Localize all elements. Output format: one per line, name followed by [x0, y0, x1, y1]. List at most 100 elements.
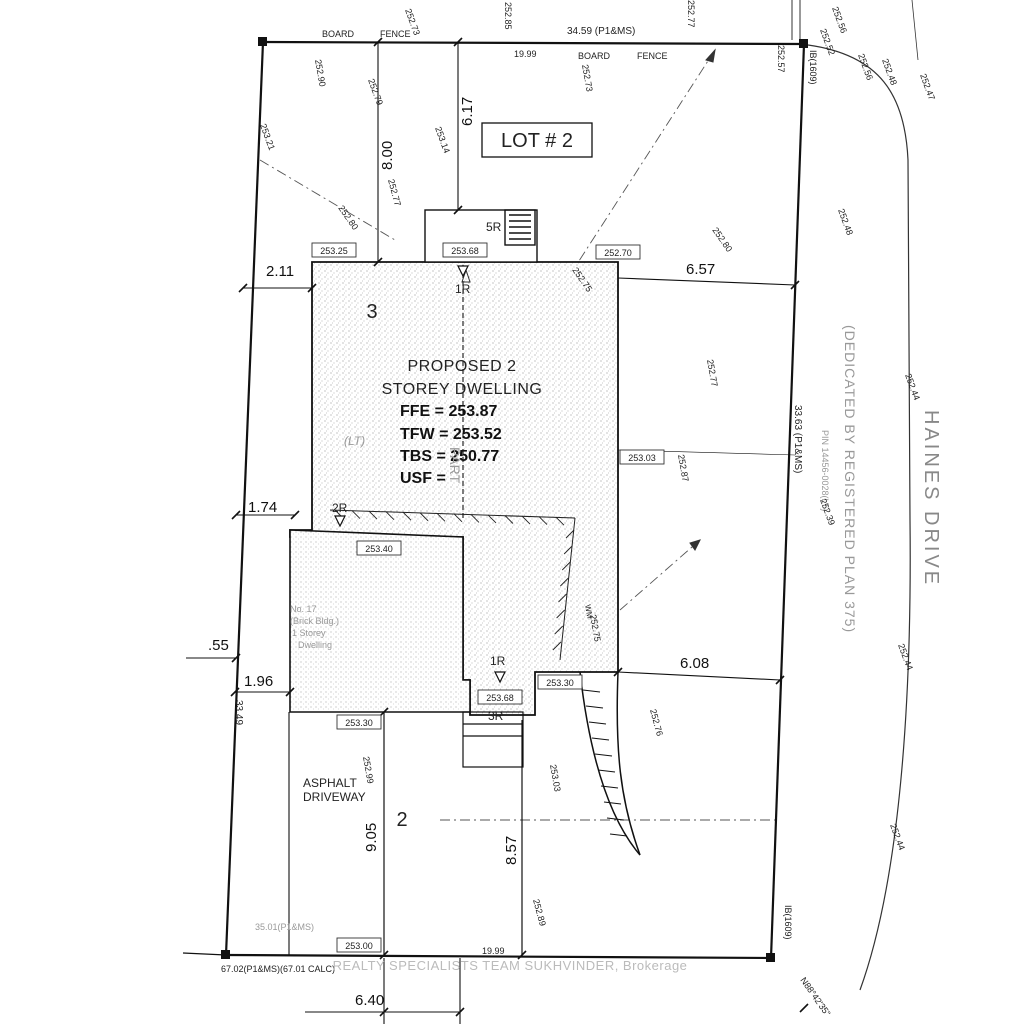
walkway-hatch: [588, 721, 607, 725]
hatch-mark: [453, 513, 463, 523]
dim-8-00: 8.00: [379, 141, 396, 170]
dwelling-tfw: TFW = 253.52: [400, 426, 502, 443]
hatch-mark: [565, 529, 575, 539]
dim-6-17: 6.17: [459, 97, 476, 126]
svg-text:252.87: 252.87: [676, 454, 691, 483]
driveway-line1: ASPHALT: [303, 776, 357, 790]
hatch-mark: [436, 512, 446, 522]
fence-fence-2: FENCE: [637, 51, 668, 61]
svg-text:252.57: 252.57: [776, 45, 786, 73]
dwelling-title-line1: PROPOSED 2: [407, 358, 516, 375]
boxed-elevation-b9: 253.00: [336, 937, 382, 953]
dim-6-08: 6.08: [680, 655, 709, 672]
road-dedicated: (DEDICATED BY REGISTERED PLAN 375): [842, 325, 858, 633]
hatch-mark: [560, 577, 569, 587]
hatch-mark: [552, 641, 562, 651]
hatch-mark: [555, 516, 565, 526]
existing-dwelling-line4: Dwelling: [298, 640, 332, 650]
dwelling-tbs: TBS = 250.77: [400, 448, 499, 465]
walkway-curve: [579, 671, 641, 856]
svg-text:253.68: 253.68: [451, 246, 479, 256]
svg-text:252.76: 252.76: [648, 708, 665, 737]
boxed-elevation-b4: 253.03: [619, 449, 665, 465]
dimension-ticks: [230, 37, 809, 1017]
marker-1r-rear: 1R: [490, 654, 506, 668]
hatch-mark: [558, 593, 567, 603]
boxed-elevation-b7: 253.30: [537, 674, 583, 690]
hatch-mark: [368, 510, 378, 520]
svg-text:252.39: 252.39: [818, 497, 837, 526]
svg-text:252.90: 252.90: [313, 59, 328, 88]
marker-2r: 2R: [332, 501, 348, 515]
boxed-elevations: 253.25 253.68 252.70 253.03 253.40 253.6…: [311, 242, 665, 953]
svg-text:252.48: 252.48: [880, 57, 899, 86]
existing-dwelling-line1: No. 17: [290, 604, 317, 614]
svg-text:253.21: 253.21: [258, 122, 277, 151]
hatch-mark: [561, 561, 571, 571]
svg-text:252.99: 252.99: [361, 756, 376, 785]
dim-8-57: 8.57: [503, 836, 520, 865]
svg-text:252.80: 252.80: [336, 203, 360, 231]
dwelling-title-line2: STOREY DWELLING: [382, 381, 543, 398]
svg-text:253.03: 253.03: [548, 764, 563, 793]
svg-text:252.85: 252.85: [503, 2, 513, 30]
boxed-elevation-b1: 253.25: [311, 242, 357, 258]
pin-label: PIN 14456-0028(LT): [820, 430, 830, 511]
dim-2-11: 2.11: [266, 263, 294, 280]
hatch-mark: [504, 515, 514, 524]
part-number-3: 3: [366, 301, 377, 323]
drainage-arrows: [461, 48, 716, 551]
dim-6-57: 6.57: [686, 261, 715, 278]
property-boundary: [182, 40, 806, 960]
hatch-mark: [402, 511, 412, 521]
boxed-elevation-b6: 253.68: [477, 689, 523, 705]
svg-text:252.56: 252.56: [830, 5, 849, 34]
boxed-elevation-b5: 253.40: [356, 540, 402, 556]
svg-text:252.73: 252.73: [580, 64, 595, 93]
svg-text:252.44: 252.44: [888, 822, 907, 851]
hatch-mark: [554, 625, 564, 635]
watermark: REALTY SPECIALISTS TEAM SUKHVINDER, Brok…: [333, 958, 688, 973]
road-edge: [791, 0, 919, 991]
svg-text:253.25: 253.25: [320, 246, 348, 256]
bottom-measure: 67.02(P1&MS)(67.01 CALC): [221, 964, 335, 974]
lot-label: LOT # 2: [481, 122, 593, 158]
dwelling-ffe: FFE = 253.87: [400, 403, 497, 420]
ib-top: IB(1609): [808, 50, 818, 85]
survey-bars: [221, 37, 808, 962]
boxed-elevation-b3: 252.70: [595, 244, 641, 260]
svg-text:253.30: 253.30: [546, 678, 574, 688]
hatch-mark: [487, 514, 497, 524]
svg-text:252.44: 252.44: [903, 372, 922, 401]
svg-text:252.77: 252.77: [386, 178, 403, 207]
dim-55: .55: [208, 637, 229, 654]
walkway-hatch: [594, 753, 613, 757]
svg-text:252.52: 252.52: [818, 27, 837, 56]
lt-label: (LT): [344, 434, 365, 448]
svg-text:253.00: 253.00: [345, 941, 373, 951]
svg-text:252.44: 252.44: [896, 642, 915, 671]
svg-text:252.89: 252.89: [531, 898, 548, 927]
marker-5r: 5R: [486, 220, 502, 234]
marker-3r: 3R: [488, 709, 504, 723]
walkway-hatch: [591, 737, 610, 741]
fence-board-2: BOARD: [578, 51, 611, 61]
boxed-elevation-b8: 253.30: [336, 714, 382, 730]
downspout-markers: [334, 265, 506, 684]
fence-board-1: BOARD: [322, 29, 355, 39]
hatch-mark: [385, 511, 395, 520]
hatch-mark: [538, 516, 548, 525]
hatch-line: [329, 509, 576, 661]
dimension-lines: [186, 42, 796, 1024]
hatch-mark: [556, 609, 565, 619]
boxed-elevation-b2: 253.68: [442, 242, 488, 258]
part-label: PART: [447, 447, 463, 483]
wm-label: WM: [583, 604, 594, 620]
svg-text:252.56: 252.56: [856, 52, 875, 81]
dim-1-96: 1.96: [244, 673, 273, 690]
hatch-mark: [563, 545, 573, 555]
dim-9-05: 9.05: [363, 823, 380, 852]
svg-text:253.14: 253.14: [433, 125, 452, 154]
svg-text:252.80: 252.80: [710, 225, 734, 253]
part-number-2: 2: [396, 809, 407, 831]
